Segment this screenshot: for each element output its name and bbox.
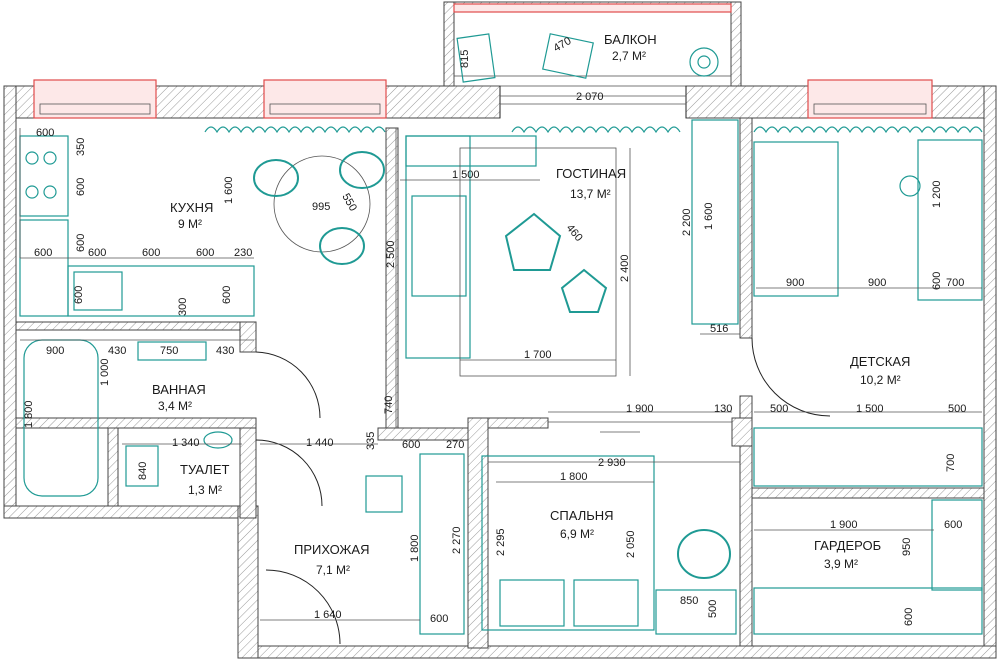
dim-430-b: 430 [216,345,234,357]
dim-335: 335 [365,432,377,450]
dim-600-f: 600 [221,286,233,304]
room-name-bedroom: СПАЛЬНЯ [550,508,614,523]
dim-2295: 2 295 [495,528,507,556]
room-area-kids: 10,2 М² [860,373,901,387]
room-name-kitchen: КУХНЯ [170,200,213,215]
dim-1500-k: 1 500 [856,403,884,415]
dim-500-a: 500 [770,403,788,415]
dim-1640: 1 640 [314,609,342,621]
dim-700-b: 700 [945,454,957,472]
room-name-balcony: БАЛКОН [604,32,657,47]
dim-230: 230 [234,247,252,259]
dim-2930: 2 930 [598,457,626,469]
dim-1600-c: 1 600 [703,202,715,230]
dim-270: 270 [446,439,464,451]
dim-430-a: 430 [108,345,126,357]
office-chair-icon [899,175,921,197]
room-name-toilet: ТУАЛЕТ [180,462,229,477]
dim-600-c: 600 [142,247,160,259]
dim-130: 130 [714,403,732,415]
plant-icon [689,47,719,77]
room-name-wardrobe: ГАРДЕРОБ [814,538,881,553]
dim-550: 550 [339,192,359,214]
dim-740: 740 [383,396,395,414]
dim-500-b: 500 [948,403,966,415]
dim-2500: 2 500 [385,240,397,268]
dim-600-d: 600 [196,247,214,259]
doors [255,337,831,645]
dim-516: 516 [710,323,728,335]
dim-1900-a: 1 900 [626,403,654,415]
dim-600-kv2: 600 [75,234,87,252]
dim-2050: 2 050 [625,530,637,558]
dim-600-b: 600 [88,247,106,259]
dim-1600-k: 1 600 [223,176,235,204]
dim-600-a: 600 [34,247,52,259]
dim-1500-l: 1 500 [452,169,480,181]
room-name-living: ГОСТИНАЯ [556,166,626,181]
dim-600-g: 600 [931,272,943,290]
dim-840: 840 [137,462,149,480]
dim-900-a: 900 [786,277,804,289]
dim-900-bath: 900 [46,345,64,357]
room-area-wardrobe: 3,9 М² [824,557,858,571]
room-labels: БАЛКОН 2,7 М² КУХНЯ 9 М² ГОСТИНАЯ 13,7 М… [152,32,910,577]
dim-1700: 1 700 [524,349,552,361]
windows [33,3,933,119]
dim-2200: 2 200 [681,208,693,236]
dim-600-h: 600 [402,439,420,451]
room-name-kids: ДЕТСКАЯ [850,354,910,369]
dim-2070: 2 070 [576,91,604,103]
dim-500-c: 500 [707,600,719,618]
dim-1800-b: 1 800 [560,471,588,483]
dim-600-k: 600 [36,127,54,139]
dim-850: 850 [680,595,698,607]
dimension-labels: 815 470 2 070 600 350 600 600 1 600 550 … [23,35,966,626]
room-name-bath: ВАННАЯ [152,382,206,397]
dim-900-b: 900 [868,277,886,289]
room-area-toilet: 1,3 М² [188,483,222,497]
dim-750: 750 [160,345,178,357]
dim-2270: 2 270 [451,526,463,554]
room-area-living: 13,7 М² [570,187,611,201]
dim-2400: 2 400 [619,254,631,282]
dim-600-w: 600 [944,519,962,531]
dim-1800-bath: 1 800 [23,400,35,428]
dim-600-i: 600 [430,613,448,625]
dim-460: 460 [564,222,585,244]
dim-995: 995 [312,201,330,213]
dim-1000: 1 000 [99,358,111,386]
dim-950: 950 [901,538,913,556]
dim-1200: 1 200 [931,180,943,208]
dim-700-a: 700 [946,277,964,289]
dim-1900-w: 1 900 [830,519,858,531]
dim-1340: 1 340 [172,437,200,449]
dim-600-e: 600 [73,286,85,304]
room-area-kitchen: 9 М² [178,217,202,231]
dim-815: 815 [459,50,471,68]
room-area-balcony: 2,7 М² [612,49,646,63]
room-area-bedroom: 6,9 М² [560,527,594,541]
dim-300: 300 [177,298,189,316]
curtains [204,126,983,134]
dim-1800-h: 1 800 [409,534,421,562]
dim-600-w2: 600 [903,608,915,626]
dim-600-kv: 600 [75,178,87,196]
room-area-hall: 7,1 М² [316,563,350,577]
room-name-hall: ПРИХОЖАЯ [294,542,370,557]
dim-1440: 1 440 [306,437,334,449]
room-area-bath: 3,4 М² [158,399,192,413]
dim-350: 350 [75,138,87,156]
furniture [19,33,983,635]
dimension-lines [19,103,982,621]
